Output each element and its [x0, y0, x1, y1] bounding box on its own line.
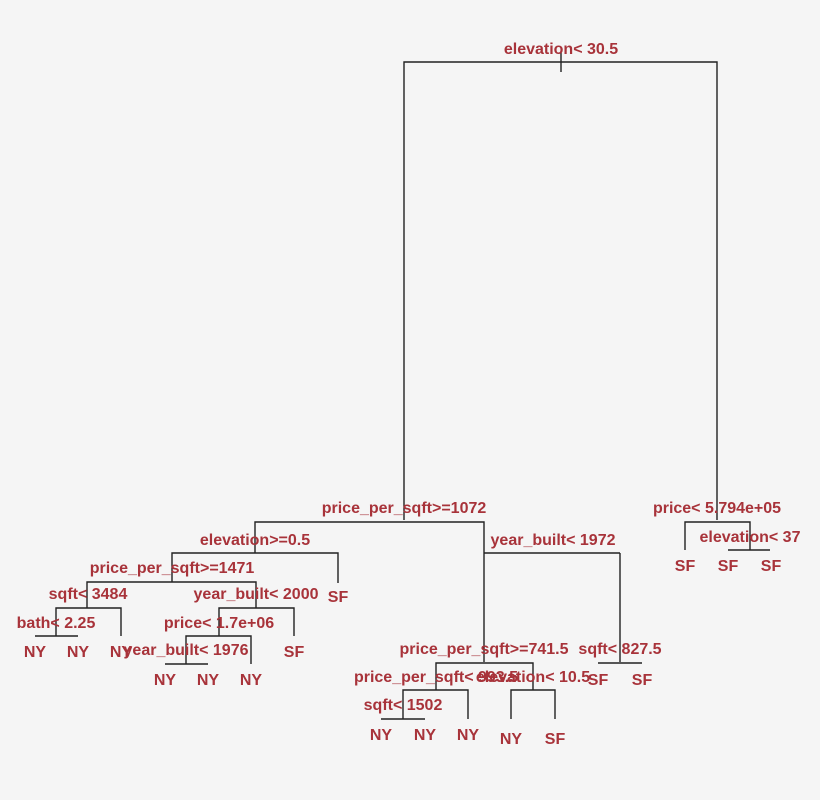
split-label: sqft< 827.5: [578, 641, 661, 658]
split-label: elevation< 10.5: [476, 669, 590, 686]
leaf-label: SF: [632, 672, 653, 689]
leaf-label: NY: [370, 727, 393, 744]
leaf-label: NY: [457, 727, 480, 744]
leaf-label: SF: [545, 731, 566, 748]
leaf-label: NY: [24, 644, 47, 661]
leaf-label: SF: [588, 672, 609, 689]
split-label: elevation< 37: [700, 529, 801, 546]
split-label: sqft< 1502: [364, 697, 443, 714]
split-label: price_per_sqft< 993.5: [354, 669, 518, 686]
split-label: bath< 2.25: [17, 615, 96, 632]
leaf-label: NY: [67, 644, 90, 661]
leaf-label: NY: [414, 727, 437, 744]
leaf-label: SF: [675, 558, 696, 575]
leaf-label: NY: [154, 672, 177, 689]
leaf-label: NY: [500, 731, 523, 748]
leaf-label: SF: [761, 558, 782, 575]
split-label: year_built< 2000: [194, 586, 319, 603]
split-label: elevation>=0.5: [200, 532, 310, 549]
split-label: year_built< 1972: [491, 532, 616, 549]
split-label: year_built< 1976: [124, 642, 249, 659]
leaf-label: SF: [328, 589, 349, 606]
split-label: price_per_sqft>=741.5: [400, 641, 569, 658]
split-label: price< 1.7e+06: [164, 615, 274, 632]
split-label-root: elevation< 30.5: [504, 41, 618, 58]
leaf-label: NY: [240, 672, 263, 689]
leaf-label: NY: [110, 644, 133, 661]
split-label: price< 5.794e+05: [653, 500, 781, 517]
leaf-label: NY: [197, 672, 220, 689]
split-label: price_per_sqft>=1471: [90, 560, 255, 577]
leaf-label: SF: [284, 644, 305, 661]
split-label: sqft< 3484: [49, 586, 128, 603]
leaf-label: SF: [718, 558, 739, 575]
split-label: price_per_sqft>=1072: [322, 500, 487, 517]
